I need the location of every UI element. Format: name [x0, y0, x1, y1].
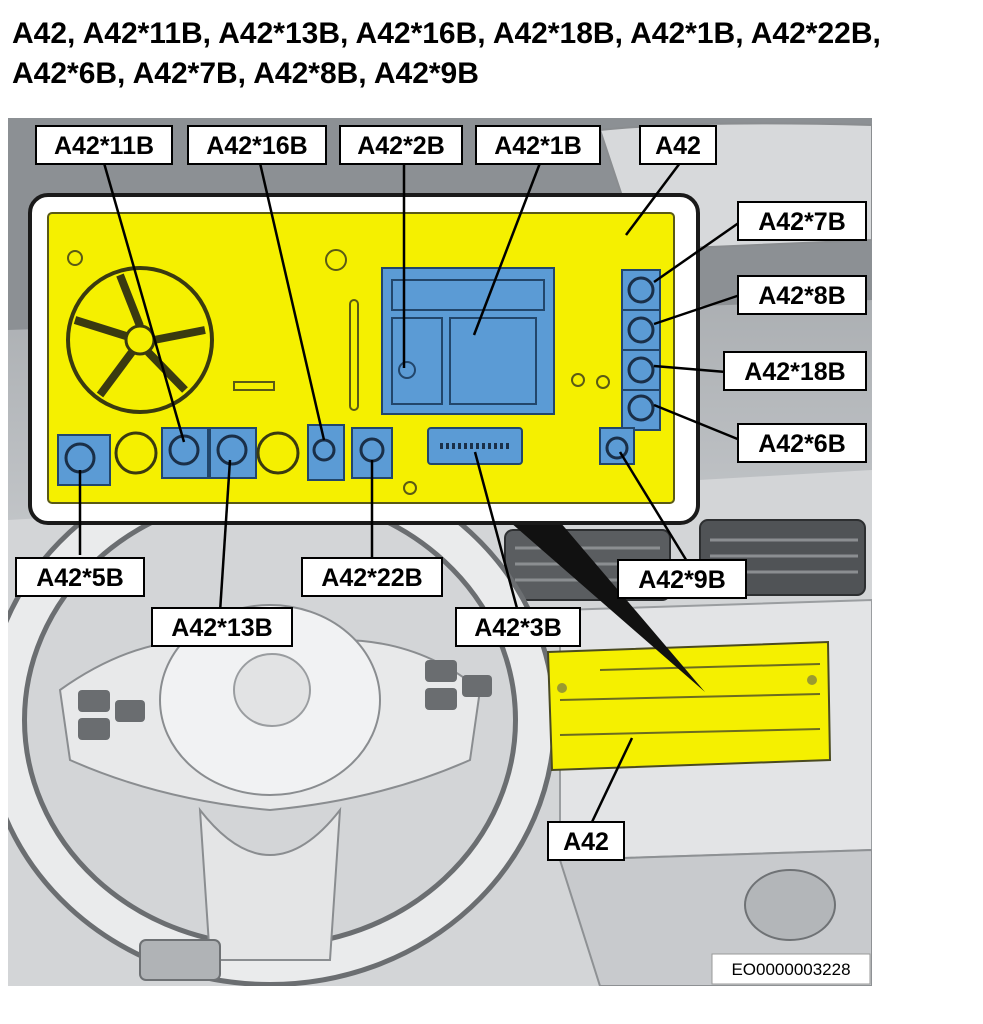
- callout-a42-bottom-text: A42: [563, 828, 609, 856]
- callout-a42-2b: A42*2B: [339, 125, 463, 165]
- callout-a42-7b-text: A42*7B: [758, 208, 846, 236]
- callout-a42-11b: A42*11B: [35, 125, 173, 165]
- callout-a42-8b: A42*8B: [737, 275, 867, 315]
- callout-a42-8b-text: A42*8B: [758, 282, 846, 310]
- callout-a42-9b: A42*9B: [617, 559, 747, 599]
- antenna-connector-a42-11b: [161, 427, 209, 479]
- antenna-connector-a42-13b: [209, 427, 257, 479]
- steering-wheel: [8, 453, 557, 986]
- callout-a42-7b: A42*7B: [737, 201, 867, 241]
- connector-a42-8b: [621, 309, 661, 351]
- callout-a42-1b: A42*1B: [475, 125, 601, 165]
- callout-a42-1b-text: A42*1B: [494, 132, 582, 160]
- callout-a42-16b: A42*16B: [187, 125, 327, 165]
- callout-a42-5b-text: A42*5B: [36, 564, 124, 592]
- leader-lines: [78, 162, 741, 823]
- title-line-1: A42, A42*11B, A42*13B, A42*16B, A42*18B,…: [12, 17, 881, 50]
- callout-a42-3b-text: A42*3B: [474, 614, 562, 642]
- callout-a42-9b-text: A42*9B: [638, 566, 726, 594]
- connector-a42-3b: [427, 427, 523, 465]
- radio-unit-installed: [546, 640, 832, 772]
- reference-code-box: EO0000003228: [711, 953, 871, 985]
- reference-code: EO0000003228: [731, 960, 850, 979]
- callout-a42-2b-text: A42*2B: [357, 132, 445, 160]
- callout-a42-13b-text: A42*13B: [171, 614, 272, 642]
- connector-a42-18b: [621, 349, 661, 391]
- callout-a42-11b-text: A42*11B: [54, 132, 154, 160]
- radio-rear-detail-panel: [28, 193, 700, 525]
- connector-a42-7b: [621, 269, 661, 311]
- callout-a42-6b-text: A42*6B: [758, 430, 846, 458]
- callout-a42-18b-text: A42*18B: [744, 358, 845, 386]
- antenna-connector-yellow-2: [256, 431, 300, 475]
- callout-a42-22b-text: A42*22B: [321, 564, 422, 592]
- callout-a42-top: A42: [639, 125, 717, 165]
- antenna-connector-a42-5b: [57, 434, 111, 486]
- callout-a42-top-text: A42: [655, 132, 701, 160]
- callout-a42-6b: A42*6B: [737, 423, 867, 463]
- callout-a42-bottom: A42: [547, 821, 625, 861]
- connector-a42-6b: [621, 389, 661, 431]
- antenna-connector-a42-16b: [307, 424, 345, 481]
- callout-a42-22b: A42*22B: [301, 557, 443, 597]
- connector-a42-9b: [599, 427, 635, 465]
- callout-a42-13b: A42*13B: [151, 607, 293, 647]
- callout-a42-5b: A42*5B: [15, 557, 145, 597]
- page-title: A42, A42*11B, A42*13B, A42*16B, A42*18B,…: [12, 14, 983, 94]
- title-line-2: A42*6B, A42*7B, A42*8B, A42*9B: [12, 57, 479, 90]
- antenna-connector-yellow-1: [114, 431, 158, 475]
- main-connector-block: [381, 267, 555, 415]
- cooling-fan: [66, 266, 214, 414]
- detail-connector-wedge: [510, 522, 705, 692]
- callout-a42-18b: A42*18B: [723, 351, 867, 391]
- callout-a42-16b-text: A42*16B: [206, 132, 307, 160]
- callout-a42-3b: A42*3B: [455, 607, 581, 647]
